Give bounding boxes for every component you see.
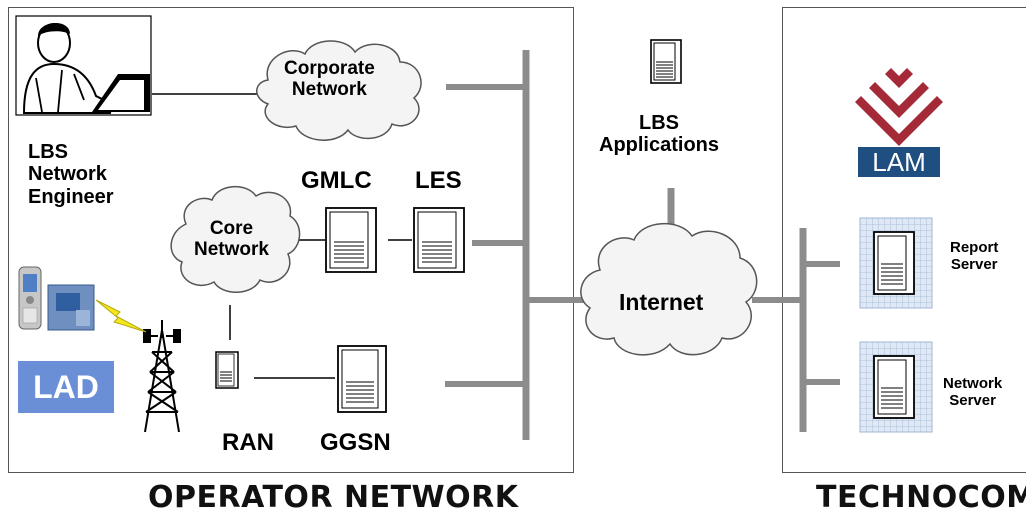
ggsn-label: GGSN [320, 429, 391, 456]
gmlc-server-icon [325, 207, 377, 273]
ran-label: RAN [222, 429, 274, 456]
engineer-label: LBS Network Engineer [28, 141, 114, 208]
lam-logo-text: LAM [872, 147, 926, 177]
corporate-network-cloud [256, 40, 422, 141]
gmlc-label: GMLC [301, 167, 372, 194]
wireless-link-icon [95, 299, 147, 333]
technocom-box [782, 7, 1026, 473]
network-server-label: Network Server [943, 375, 1003, 409]
lam-logo-box [858, 147, 940, 177]
lad-label: LAD [33, 368, 99, 405]
les-server-icon [413, 207, 465, 273]
les-label: LES [415, 167, 462, 194]
network-server-icon [859, 341, 933, 433]
mobile-phone-icon [18, 266, 42, 330]
lad-badge: LAD [18, 361, 114, 413]
report-server-label: Report Server [950, 239, 999, 273]
corporate-network-label: Corporate Network [284, 58, 375, 101]
report-server-icon [859, 217, 933, 309]
lbs-applications-server-icon [650, 39, 682, 84]
ggsn-server-icon [337, 345, 387, 413]
operator-network-box [8, 7, 574, 473]
internet-cloud [580, 223, 758, 356]
lam-logo-icon [855, 68, 943, 146]
lad-device-icon [47, 284, 95, 331]
ran-server-icon [215, 351, 239, 389]
technocom-title: TECHNOCOM [816, 480, 1026, 515]
internet-label: Internet [619, 289, 704, 315]
core-network-cloud [170, 186, 301, 293]
engineer-icon [15, 15, 152, 116]
cell-tower-icon [143, 320, 181, 433]
operator-network-title: OPERATOR NETWORK [148, 480, 519, 515]
lbs-applications-label: LBS Applications [599, 112, 720, 157]
core-network-label: Core Network [194, 218, 269, 261]
